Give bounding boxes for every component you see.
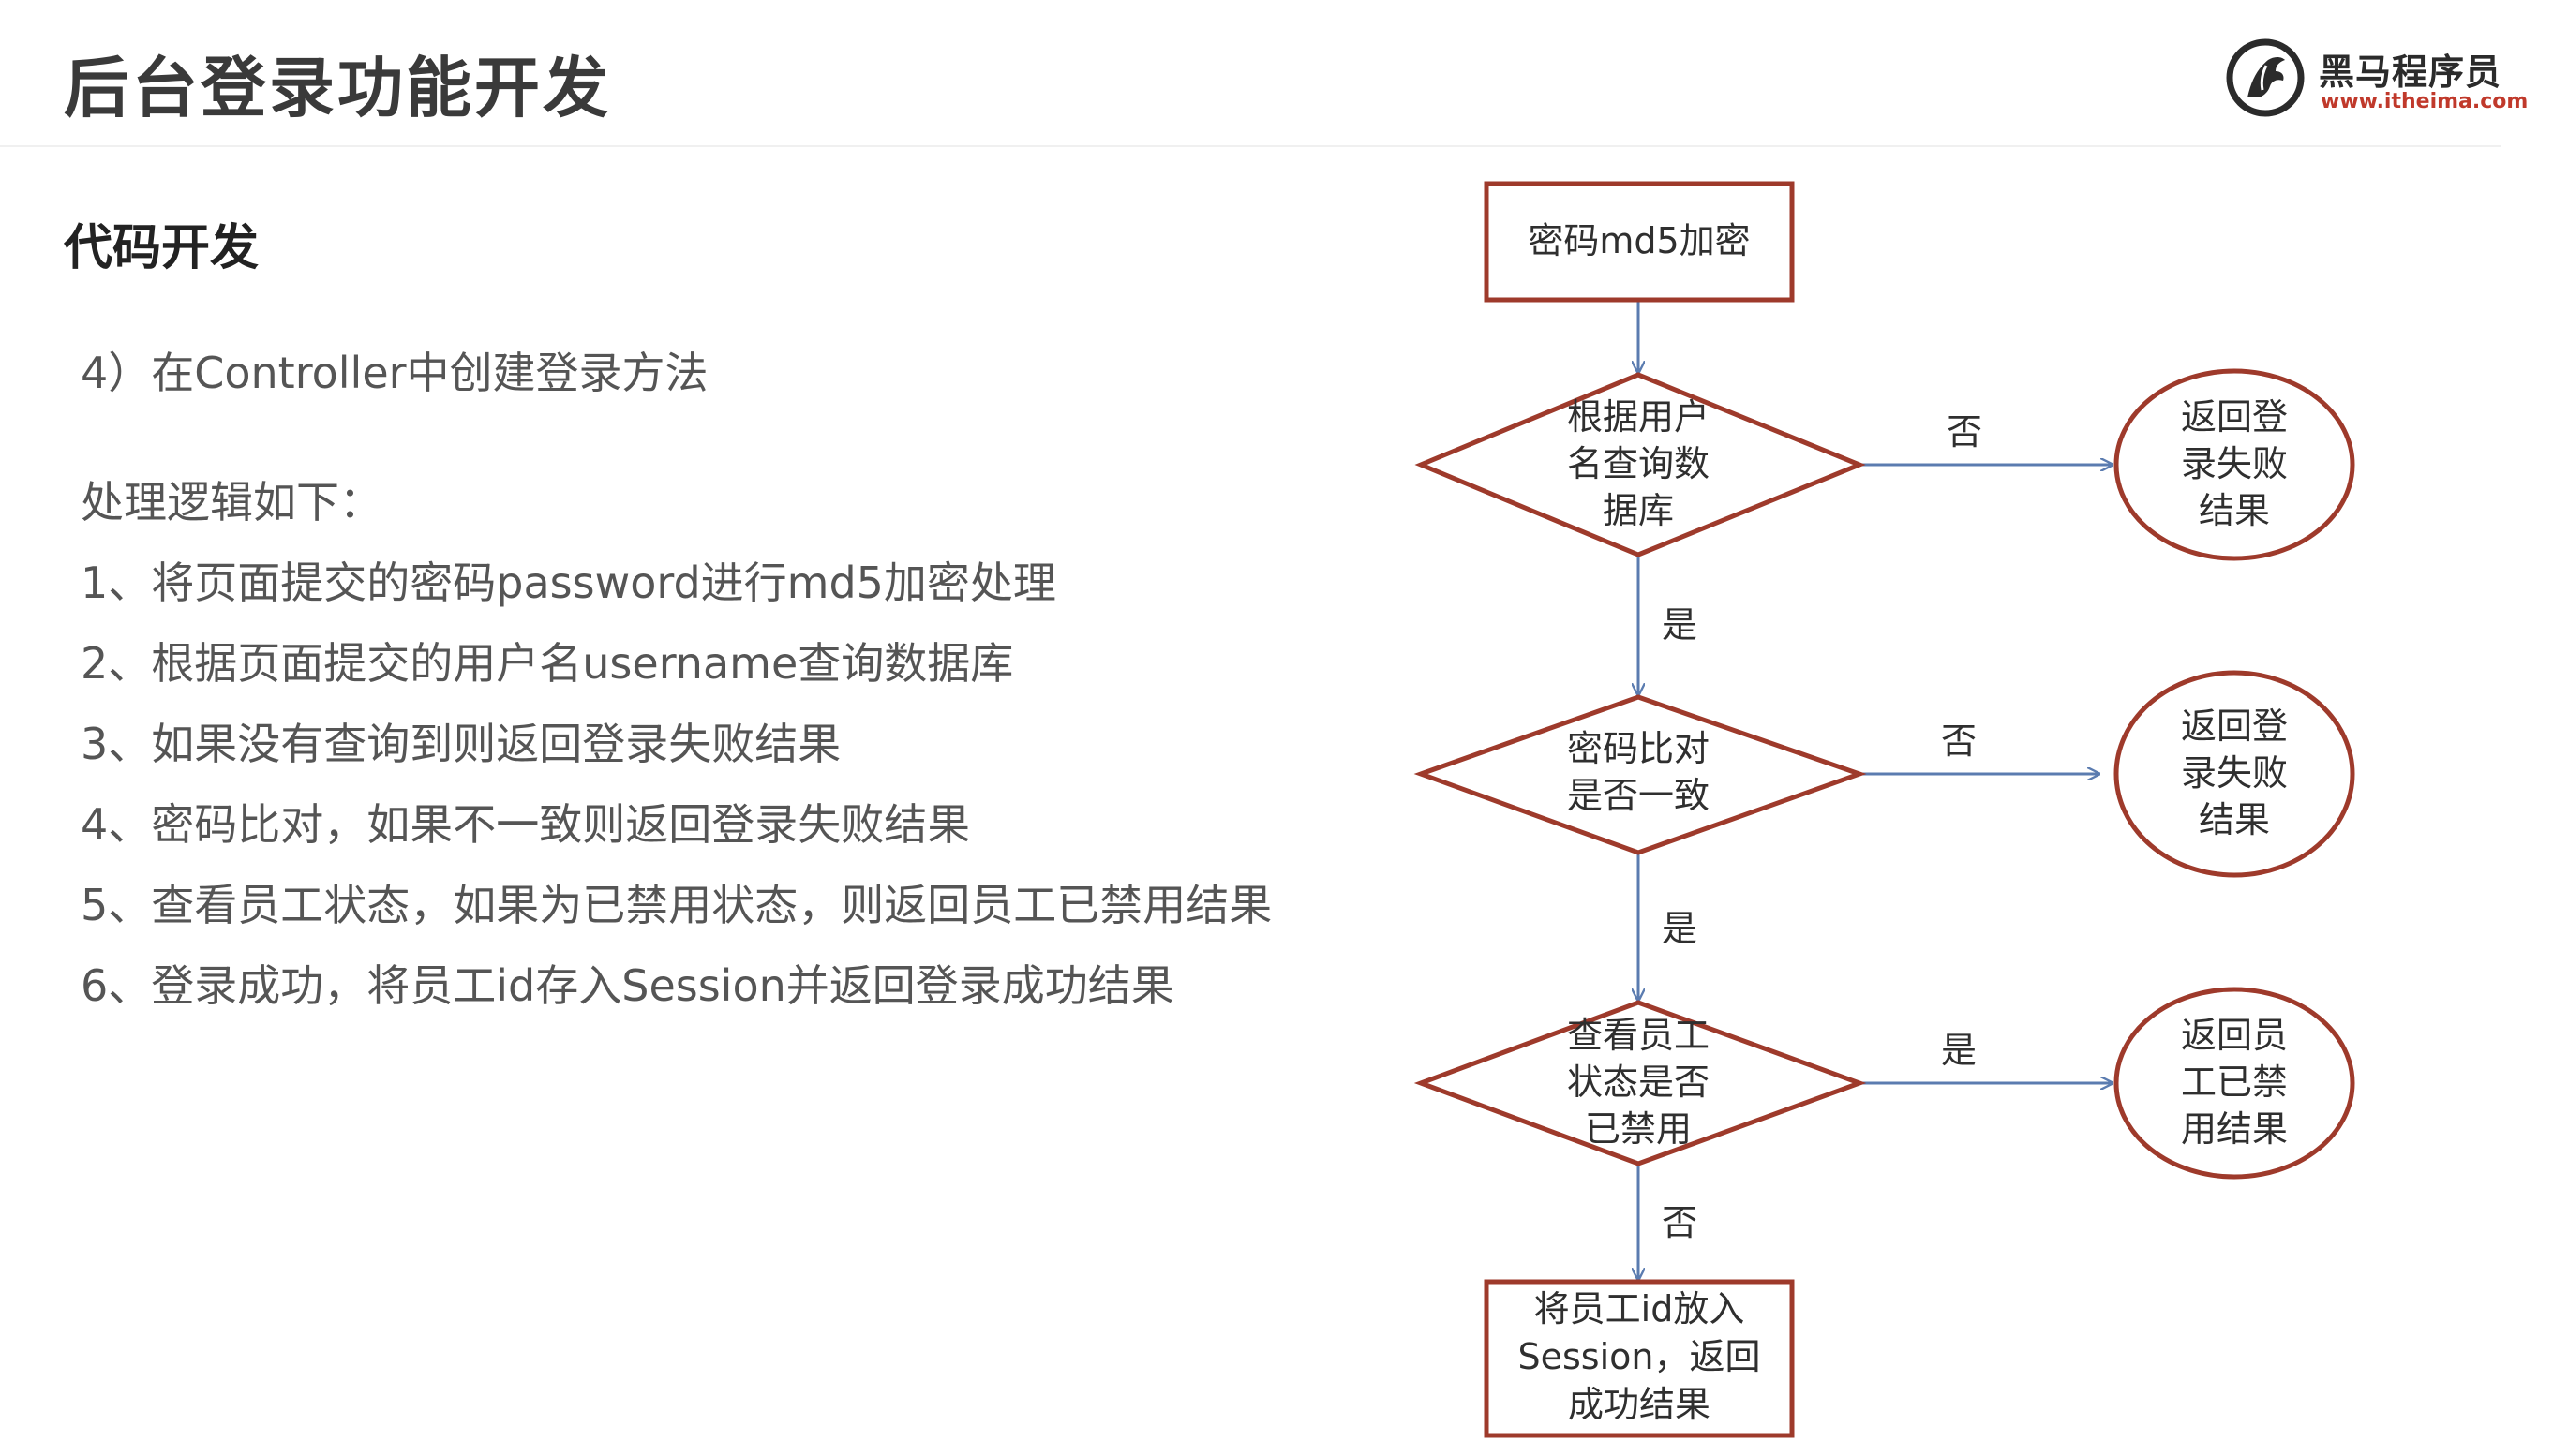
slide-header: 后台登录功能开发 黑马程序员 www.itheima.com — [0, 0, 2528, 147]
node-query: 根据用户 名查询数 据库 — [1414, 372, 1866, 557]
node-status-line-3: 已禁用 — [1585, 1108, 1692, 1150]
node-query-line-1: 根据用户 — [1567, 396, 1710, 438]
node-status-line-1: 查看员工 — [1567, 1015, 1710, 1056]
step-title: 4）在Controller中创建登录方法 — [81, 348, 709, 398]
edge-label-compare-no: 否 — [1941, 721, 1977, 762]
node-status-diamond — [1413, 1000, 1867, 1166]
node-fail1: 返回登 录失败 结果 — [2113, 368, 2355, 561]
node-compare-line-1: 密码比对 — [1567, 728, 1710, 769]
node-encrypt: 密码md5加密 — [1484, 181, 1795, 303]
section-title: 代码开发 — [64, 220, 260, 276]
node-success-line-1: 将员工id放入 — [1534, 1288, 1745, 1330]
node-compare-line-2: 是否一致 — [1567, 775, 1710, 816]
node-fail2-line-3: 结果 — [2199, 799, 2270, 840]
node-fail2-line-2: 录失败 — [2181, 752, 2288, 794]
node-fail1-ellipse — [2113, 368, 2355, 561]
node-encrypt-label: 密码md5加密 — [1528, 220, 1750, 261]
logic-step-5: 5、查看员工状态，如果为已禁用状态，则返回员工已禁用结果 — [81, 880, 1273, 930]
node-success-line-3: 成功结果 — [1568, 1384, 1710, 1425]
node-success-box — [1484, 1279, 1795, 1438]
node-disabled: 返回员 工已禁 用结果 — [2113, 987, 2355, 1180]
logic-step-6: 6、登录成功，将员工id存入Session并返回登录成功结果 — [81, 960, 1174, 1011]
edge-label-status-yes: 是 — [1941, 1030, 1977, 1071]
node-query-line-2: 名查询数 — [1567, 443, 1710, 484]
page-title: 后台登录功能开发 — [64, 50, 611, 126]
logic-step-4: 4、密码比对，如果不一致则返回登录失败结果 — [81, 799, 971, 850]
node-fail1-line-3: 结果 — [2199, 490, 2270, 531]
brand-url: www.itheima.com — [2321, 90, 2529, 113]
flow-edges — [1638, 300, 2113, 1280]
horse-logo-icon — [2226, 38, 2305, 117]
node-disabled-ellipse — [2113, 987, 2355, 1180]
brand-name: 黑马程序员 — [2319, 52, 2502, 93]
node-fail1-line-1: 返回登 — [2181, 396, 2288, 438]
node-disabled-line-1: 返回员 — [2181, 1015, 2288, 1056]
node-success-line-2: Session，返回 — [1518, 1336, 1761, 1377]
node-status-line-2: 状态是否 — [1567, 1062, 1710, 1103]
node-success: 将员工id放入 Session，返回 成功结果 — [1484, 1279, 1795, 1438]
edge-label-compare-yes: 是 — [1662, 908, 1697, 949]
logic-step-2: 2、根据页面提交的用户名username查询数据库 — [81, 638, 1014, 689]
brand-logo: 黑马程序员 www.itheima.com — [2225, 36, 2528, 120]
node-compare: 密码比对 是否一致 — [1413, 694, 1867, 855]
node-encrypt-box — [1484, 181, 1795, 303]
node-query-line-3: 据库 — [1603, 490, 1674, 531]
node-compare-diamond — [1413, 694, 1867, 855]
node-fail1-line-2: 录失败 — [2181, 443, 2288, 484]
node-disabled-line-2: 工已禁 — [2181, 1062, 2288, 1103]
node-fail2-ellipse — [2113, 670, 2355, 878]
edge-label-query-no: 否 — [1947, 411, 1982, 453]
node-status: 查看员工 状态是否 已禁用 — [1413, 1000, 1867, 1166]
node-fail2-line-1: 返回登 — [2181, 706, 2288, 747]
node-query-diamond — [1414, 372, 1866, 557]
logic-step-3: 3、如果没有查询到则返回登录失败结果 — [81, 719, 842, 769]
logic-step-1: 1、将页面提交的密码password进行md5加密处理 — [81, 557, 1056, 608]
node-fail2: 返回登 录失败 结果 — [2113, 670, 2355, 878]
logic-intro: 处理逻辑如下： — [81, 477, 382, 527]
logic-steps-list: 1、将页面提交的密码password进行md5加密处理 2、根据页面提交的用户名… — [81, 549, 1272, 1033]
edge-label-query-yes: 是 — [1662, 604, 1697, 646]
edge-label-status-no: 否 — [1662, 1202, 1697, 1243]
node-disabled-line-3: 用结果 — [2181, 1108, 2288, 1150]
